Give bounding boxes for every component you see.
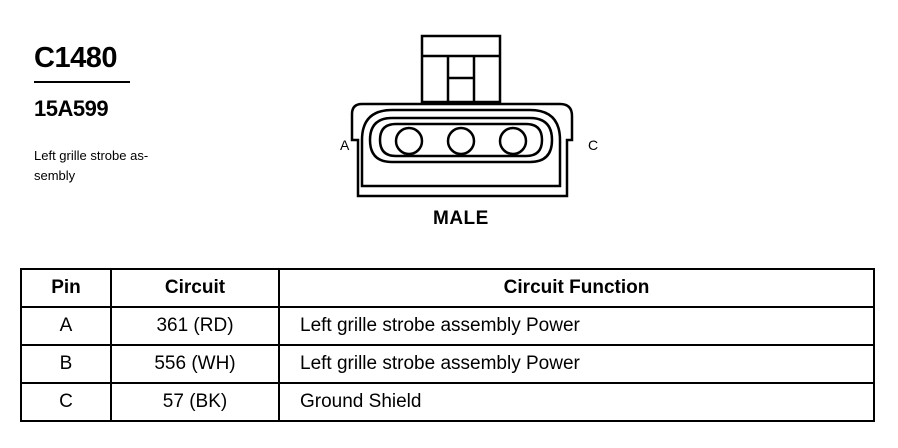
part-number: 15A599	[34, 96, 109, 121]
cell-circuit: 57 (BK)	[110, 382, 280, 422]
connector-housing	[368, 116, 554, 164]
locking-tab	[420, 34, 502, 104]
description-line: sembly	[34, 168, 76, 183]
pin-label-c: C	[588, 137, 599, 153]
description-line: Left grille strobe as-	[34, 148, 149, 163]
table-row: C 57 (BK) Ground Shield	[20, 382, 875, 422]
table-header-row: Pin Circuit Circuit Function	[20, 268, 875, 308]
pin-c-socket	[498, 126, 528, 156]
connector-description: Left grille strobe as- sembly	[34, 146, 184, 186]
connector-id: C1480	[34, 42, 117, 74]
header-circuit-function: Circuit Function	[278, 268, 875, 308]
cell-function: Ground Shield	[278, 382, 875, 422]
table-row: B 556 (WH) Left grille strobe assembly P…	[20, 344, 875, 384]
pin-label-a: A	[340, 137, 350, 153]
connector-id-underline	[34, 81, 130, 83]
connector-face-diagram	[350, 34, 574, 198]
header-circuit: Circuit	[110, 268, 280, 308]
cell-function: Left grille strobe assembly Power	[278, 344, 875, 384]
cell-pin: B	[20, 344, 112, 384]
pinout-table: Pin Circuit Circuit Function A 361 (RD) …	[20, 268, 875, 422]
cell-circuit: 556 (WH)	[110, 344, 280, 384]
cell-pin: A	[20, 306, 112, 346]
pin-a-socket	[394, 126, 424, 156]
cell-circuit: 361 (RD)	[110, 306, 280, 346]
cell-function: Left grille strobe assembly Power	[278, 306, 875, 346]
table-row: A 361 (RD) Left grille strobe assembly P…	[20, 306, 875, 346]
header-pin: Pin	[20, 268, 112, 308]
cell-pin: C	[20, 382, 112, 422]
gender-label: MALE	[433, 208, 489, 229]
pin-b-socket	[446, 126, 476, 156]
